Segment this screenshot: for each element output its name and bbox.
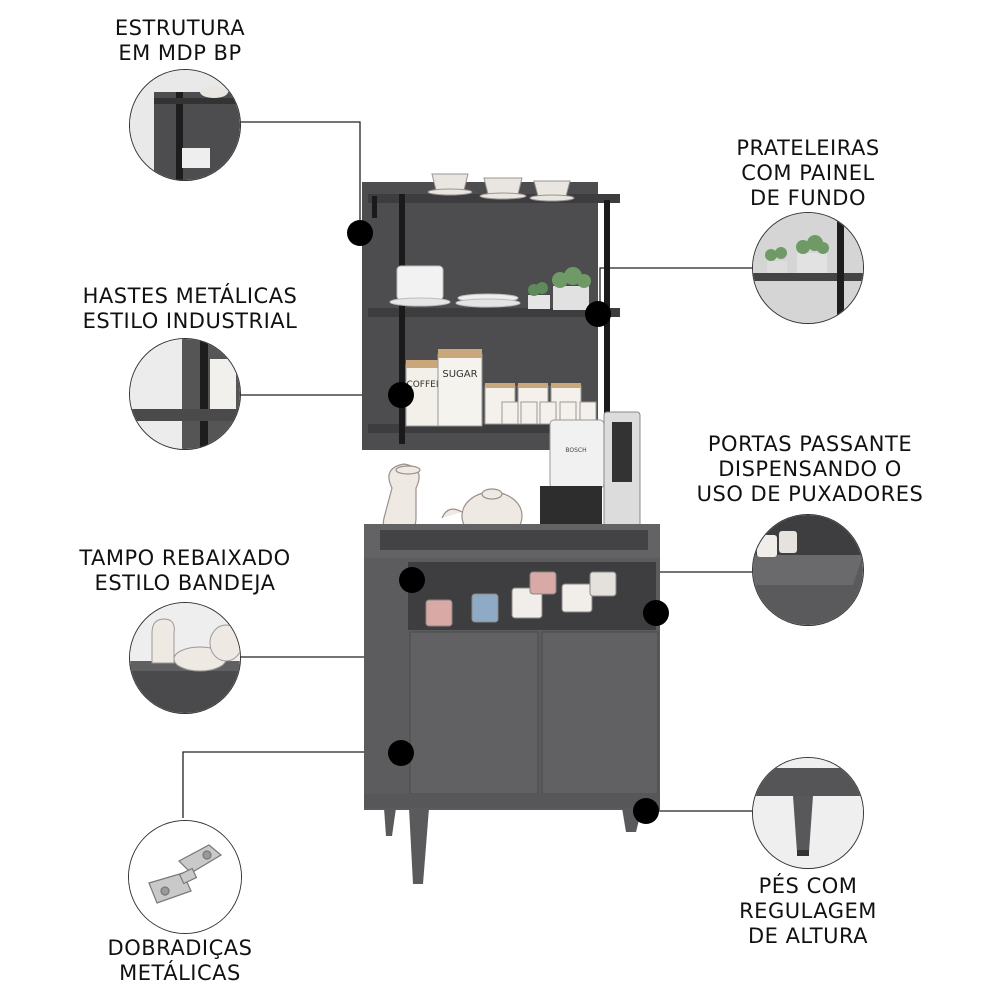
connector-prateleiras: [599, 267, 752, 313]
label-line: PÉS COM: [758, 874, 858, 898]
marker-hastes: [388, 382, 414, 408]
canisters: COFFEE SUGAR: [405, 349, 597, 427]
label-hastes: HASTES METÁLICAS ESTILO INDUSTRIAL: [60, 284, 320, 334]
coffee-label: COFFEE: [406, 380, 441, 390]
shelf-bottom: [368, 424, 620, 433]
label-line: DE FUNDO: [750, 186, 866, 210]
dishes-middle: [389, 265, 591, 310]
zoom-prateleiras: [752, 212, 864, 324]
marker-pes: [633, 798, 659, 824]
zoom-estrutura: [129, 69, 241, 181]
label-line: HASTES METÁLICAS: [82, 284, 298, 308]
label-tampo: TAMPO REBAIXADO ESTILO BANDEJA: [60, 546, 310, 596]
label-line: REGULAGEM: [739, 899, 877, 923]
label-line: PORTAS PASSANTE: [707, 432, 913, 456]
label-line: METÁLICAS: [119, 961, 241, 985]
label-prateleiras: PRATELEIRAS COM PAINEL DE FUNDO: [708, 136, 908, 211]
coffee-maker: BOSCH: [540, 411, 641, 531]
zoom-tampo: [129, 602, 241, 714]
sugar-label: SUGAR: [442, 369, 477, 380]
label-estrutura: ESTRUTURA EM MDP BP: [80, 16, 280, 66]
marker-portas: [643, 600, 669, 626]
label-line: ESTILO BANDEJA: [94, 571, 276, 595]
label-pes: PÉS COM REGULAGEM DE ALTURA: [708, 874, 908, 949]
hinge-icon: [148, 844, 223, 904]
cups-top: [427, 173, 575, 202]
connector-estrutura: [238, 121, 361, 232]
shelf-middle: [368, 308, 620, 317]
connector-dobradicas: [182, 751, 400, 818]
label-line: PRATELEIRAS: [736, 136, 880, 160]
label-line: DISPENSANDO O: [718, 457, 902, 481]
mugs-niche: [425, 571, 617, 627]
zoom-portas: [752, 514, 864, 626]
door-right: [541, 631, 659, 795]
zoom-hastes: [129, 338, 241, 450]
marker-tampo: [399, 567, 425, 593]
label-line: DOBRADIÇAS: [107, 936, 253, 960]
label-line: COM PAINEL: [741, 161, 875, 185]
label-line: EM MDP BP: [118, 41, 242, 65]
zoom-dobradicas: [128, 820, 242, 934]
marker-prateleiras: [585, 301, 611, 327]
label-line: ESTRUTURA: [114, 16, 246, 40]
label-line: ESTILO INDUSTRIAL: [82, 309, 298, 333]
legs: [384, 808, 642, 884]
label-line: USO DE PUXADORES: [696, 482, 924, 506]
label-dobradicas: DOBRADIÇAS METÁLICAS: [80, 936, 280, 986]
marker-estrutura: [347, 220, 373, 246]
metal-rod-left: [399, 194, 405, 444]
label-line: TAMPO REBAIXADO: [79, 546, 291, 570]
label-line: DE ALTURA: [747, 924, 869, 948]
marker-dobradicas: [388, 740, 414, 766]
door-left: [409, 631, 539, 795]
label-portas: PORTAS PASSANTE DISPENSANDO O USO DE PUX…: [690, 432, 930, 507]
zoom-pes: [752, 757, 864, 869]
brand-label: BOSCH: [565, 447, 586, 454]
